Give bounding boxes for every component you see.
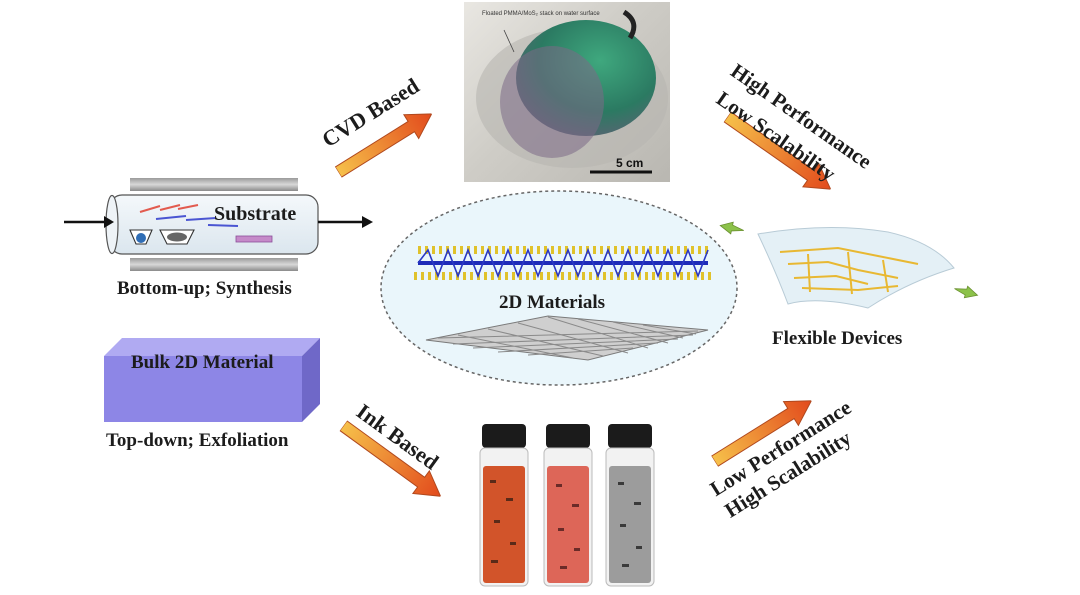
bottom-up-synthesis-label: Bottom-up; Synthesis — [117, 278, 292, 299]
graphene-lattice — [425, 315, 709, 361]
mos2-lattice — [414, 246, 712, 280]
substrate-plate — [235, 235, 273, 243]
bulk-2d-material-block — [104, 338, 324, 424]
substrate-label: Substrate — [214, 203, 297, 225]
heater-bottom — [130, 258, 298, 271]
wafer-photo: Floated PMMA/MoS₂ stack on water surface — [464, 2, 670, 182]
cvd-furnace — [60, 178, 380, 273]
2d-materials-ellipse — [378, 188, 740, 388]
flexible-device-illustration — [718, 212, 983, 322]
photo-caption: Floated PMMA/MoS₂ stack on water surface — [482, 11, 600, 17]
scale-bar-label: 5 cm — [616, 156, 644, 170]
bulk-2d-material-label: Bulk 2D Material — [131, 352, 274, 373]
stretch-arrow-right — [954, 285, 979, 299]
vial-gray — [605, 424, 655, 587]
precursor-flow-arrows — [139, 204, 239, 227]
cvd-outcome-arrow — [719, 105, 839, 202]
cvd-arrow — [330, 101, 439, 185]
vial-orange — [479, 424, 529, 587]
precursor-boats — [129, 229, 195, 245]
vial-pink — [543, 424, 593, 587]
dispersion-vials — [476, 420, 676, 590]
2d-materials-label: 2D Materials — [499, 292, 606, 313]
flexible-devices-label: Flexible Devices — [772, 328, 903, 349]
ink-outcome-arrow — [707, 388, 820, 474]
heater-top — [130, 178, 298, 191]
stretch-arrow-left — [719, 221, 744, 235]
ink-arrow — [335, 414, 450, 509]
top-down-exfoliation-label: Top-down; Exfoliation — [106, 430, 289, 451]
